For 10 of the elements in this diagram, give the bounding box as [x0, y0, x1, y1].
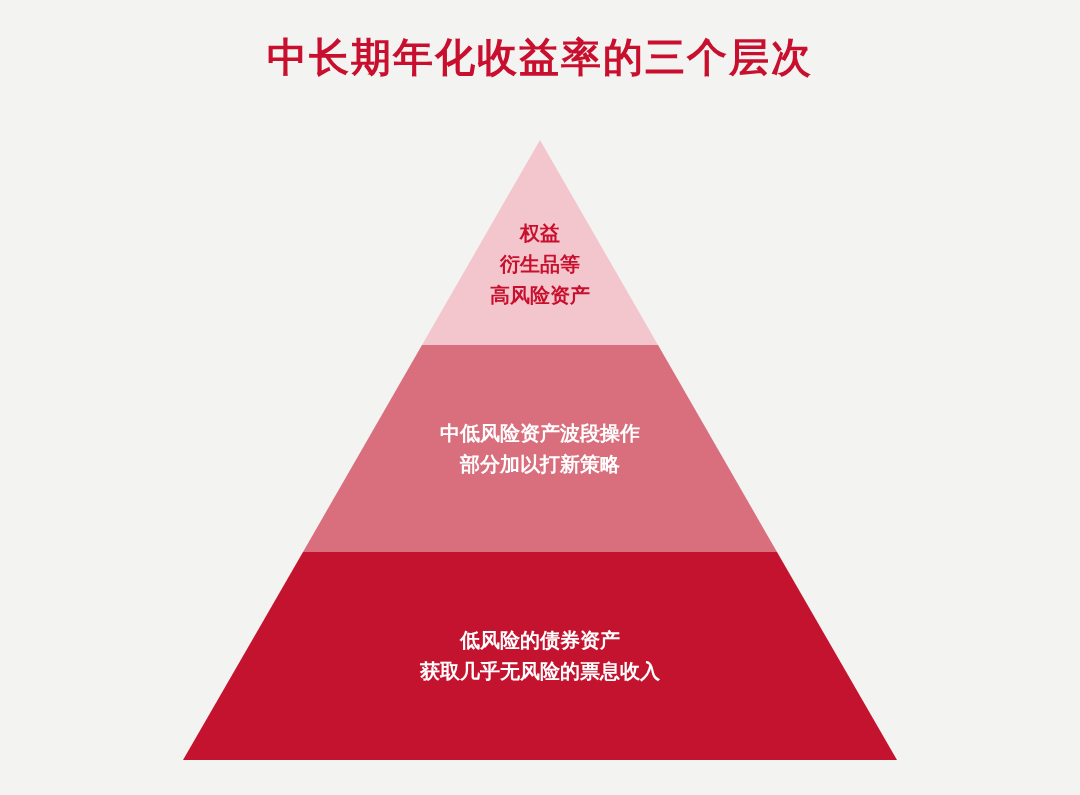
tier-text: 中低风险资产波段操作: [440, 419, 640, 447]
tier-text: 高风险资产: [490, 282, 590, 309]
tier-text: 低风险的债券资产: [460, 627, 620, 654]
tier-text: 权益: [520, 220, 560, 247]
tier-text: 获取几乎无风险的票息收入: [420, 658, 660, 685]
pyramid-tier: [303, 345, 777, 552]
tier-text: 部分加以打新策略: [460, 450, 620, 478]
pyramid-tier: [183, 552, 897, 760]
title: 中长期年化收益率的三个层次: [267, 34, 813, 80]
tier-text: 衍生品等: [500, 251, 580, 278]
